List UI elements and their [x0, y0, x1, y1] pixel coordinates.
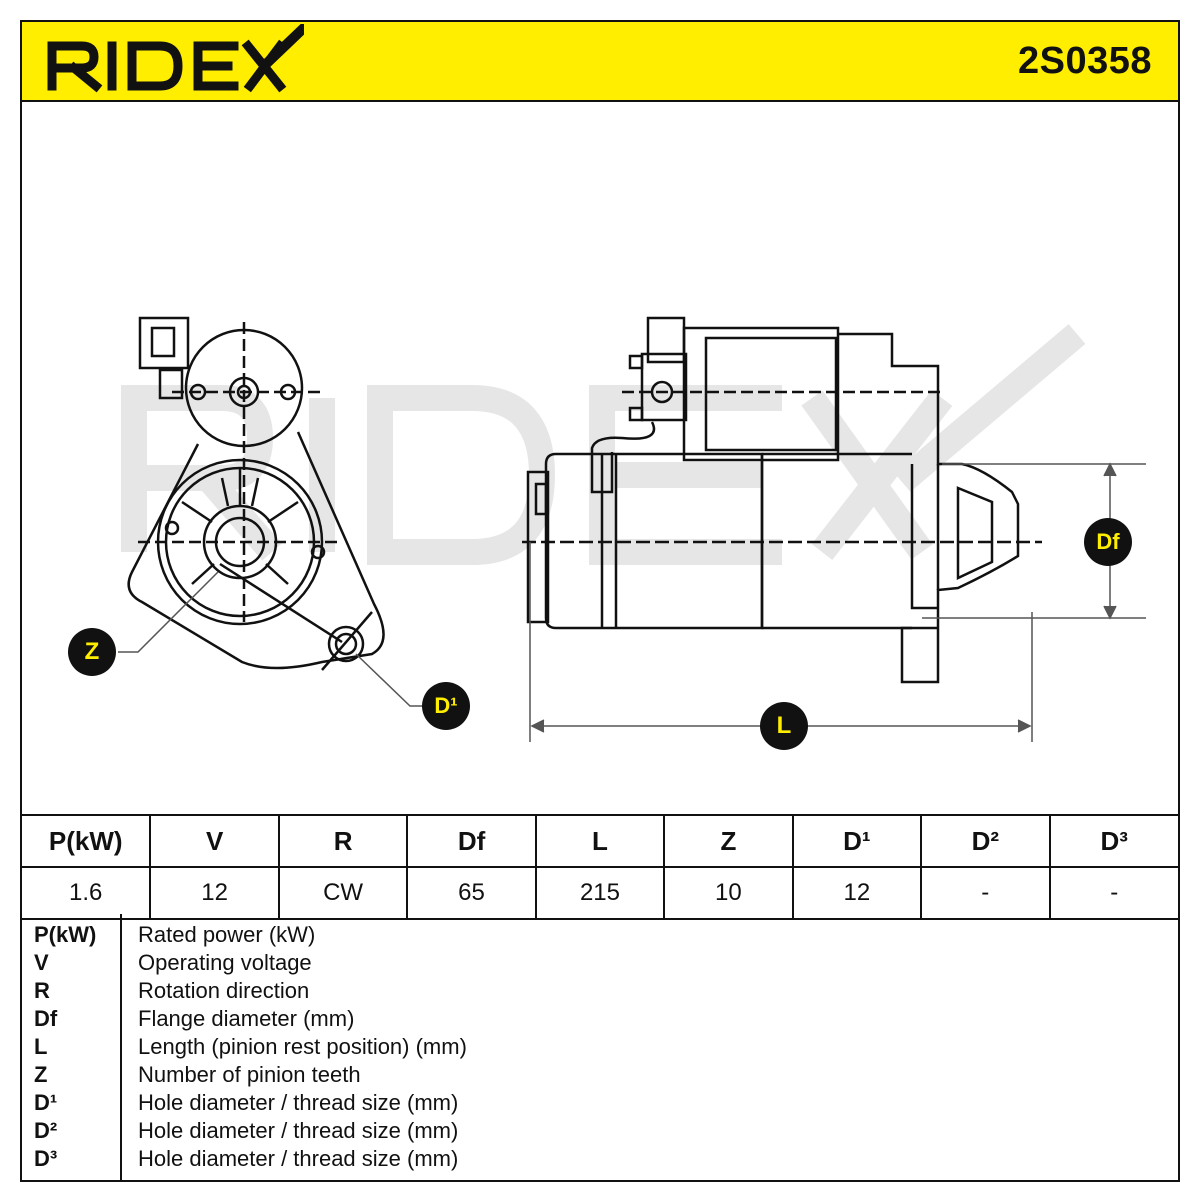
datasheet: 2S0358: [20, 20, 1180, 1182]
col-header: P(kW): [22, 814, 152, 868]
col-header: R: [277, 814, 409, 868]
legend-key: L: [34, 1034, 48, 1059]
legend-desc: Length (pinion rest position) (mm): [138, 1034, 467, 1059]
legend-desc: Flange diameter (mm): [138, 1006, 355, 1031]
legend-key: D³: [34, 1146, 58, 1171]
spec-value: 1.6: [22, 866, 152, 920]
spec-value: 10: [663, 866, 794, 920]
legend-row: V Operating voltage: [22, 950, 1178, 978]
side-view: [522, 316, 1042, 684]
callout-df: Df: [1084, 518, 1132, 566]
legend-desc: Rated power (kW): [138, 922, 316, 947]
legend-row: Z Number of pinion teeth: [22, 1062, 1178, 1090]
starter-motor-drawing: [118, 316, 1146, 742]
legend-desc: Hole diameter / thread size (mm): [138, 1146, 459, 1171]
spec-value: CW: [277, 866, 409, 920]
col-header: L: [534, 814, 666, 868]
front-view: [127, 316, 385, 671]
legend-key: Z: [34, 1062, 48, 1087]
header-bar: 2S0358: [22, 22, 1178, 102]
legend-desc: Operating voltage: [138, 950, 312, 975]
legend-row: P(kW) Rated power (kW): [22, 922, 1178, 950]
callout-d1: D¹: [422, 682, 470, 730]
col-header: V: [149, 814, 280, 868]
col-header: D³: [1048, 814, 1178, 868]
spec-value-row: 1.6 12 CW 65 215 10 12 - -: [22, 866, 1178, 920]
ridex-logo: [47, 24, 304, 93]
legend-row: L Length (pinion rest position) (mm): [22, 1034, 1178, 1062]
spec-value: 12: [149, 866, 280, 920]
legend-row: Df Flange diameter (mm): [22, 1006, 1178, 1034]
legend-key: V: [34, 950, 49, 975]
legend-key: P(kW): [34, 922, 97, 947]
spec-value: 12: [791, 866, 923, 920]
spec-value: -: [1048, 866, 1178, 920]
spec-value: -: [920, 866, 1051, 920]
col-header: Z: [663, 814, 794, 868]
legend-row: R Rotation direction: [22, 978, 1178, 1006]
legend-key: D¹: [34, 1090, 58, 1115]
technical-drawing: Z D¹ L Df: [22, 102, 1178, 814]
legend-desc: Rotation direction: [138, 978, 310, 1003]
col-header: Df: [406, 814, 537, 868]
spec-value: 65: [406, 866, 537, 920]
callout-l: L: [760, 702, 808, 750]
legend-key: Df: [34, 1006, 58, 1031]
legend-row: D¹ Hole diameter / thread size (mm): [22, 1090, 1178, 1118]
col-header: D¹: [791, 814, 923, 868]
spec-value: 215: [534, 866, 666, 920]
legend: P(kW) Rated power (kW) V Operating volta…: [22, 914, 1178, 1180]
spec-table: P(kW) V R Df L Z D¹ D² D³ 1.6 12 CW 65 2…: [22, 814, 1178, 920]
callout-z: Z: [68, 628, 116, 676]
legend-desc: Hole diameter / thread size (mm): [138, 1090, 459, 1115]
legend-row: D² Hole diameter / thread size (mm): [22, 1118, 1178, 1146]
legend-row: D³ Hole diameter / thread size (mm): [22, 1146, 1178, 1174]
part-number: 2S0358: [1017, 40, 1152, 82]
legend-key: D²: [34, 1118, 58, 1143]
spec-header-row: P(kW) V R Df L Z D¹ D² D³: [22, 814, 1178, 868]
legend-key: R: [34, 978, 50, 1003]
legend-desc: Hole diameter / thread size (mm): [138, 1118, 459, 1143]
legend-divider: [120, 914, 122, 1180]
legend-desc: Number of pinion teeth: [138, 1062, 361, 1087]
col-header: D²: [920, 814, 1051, 868]
